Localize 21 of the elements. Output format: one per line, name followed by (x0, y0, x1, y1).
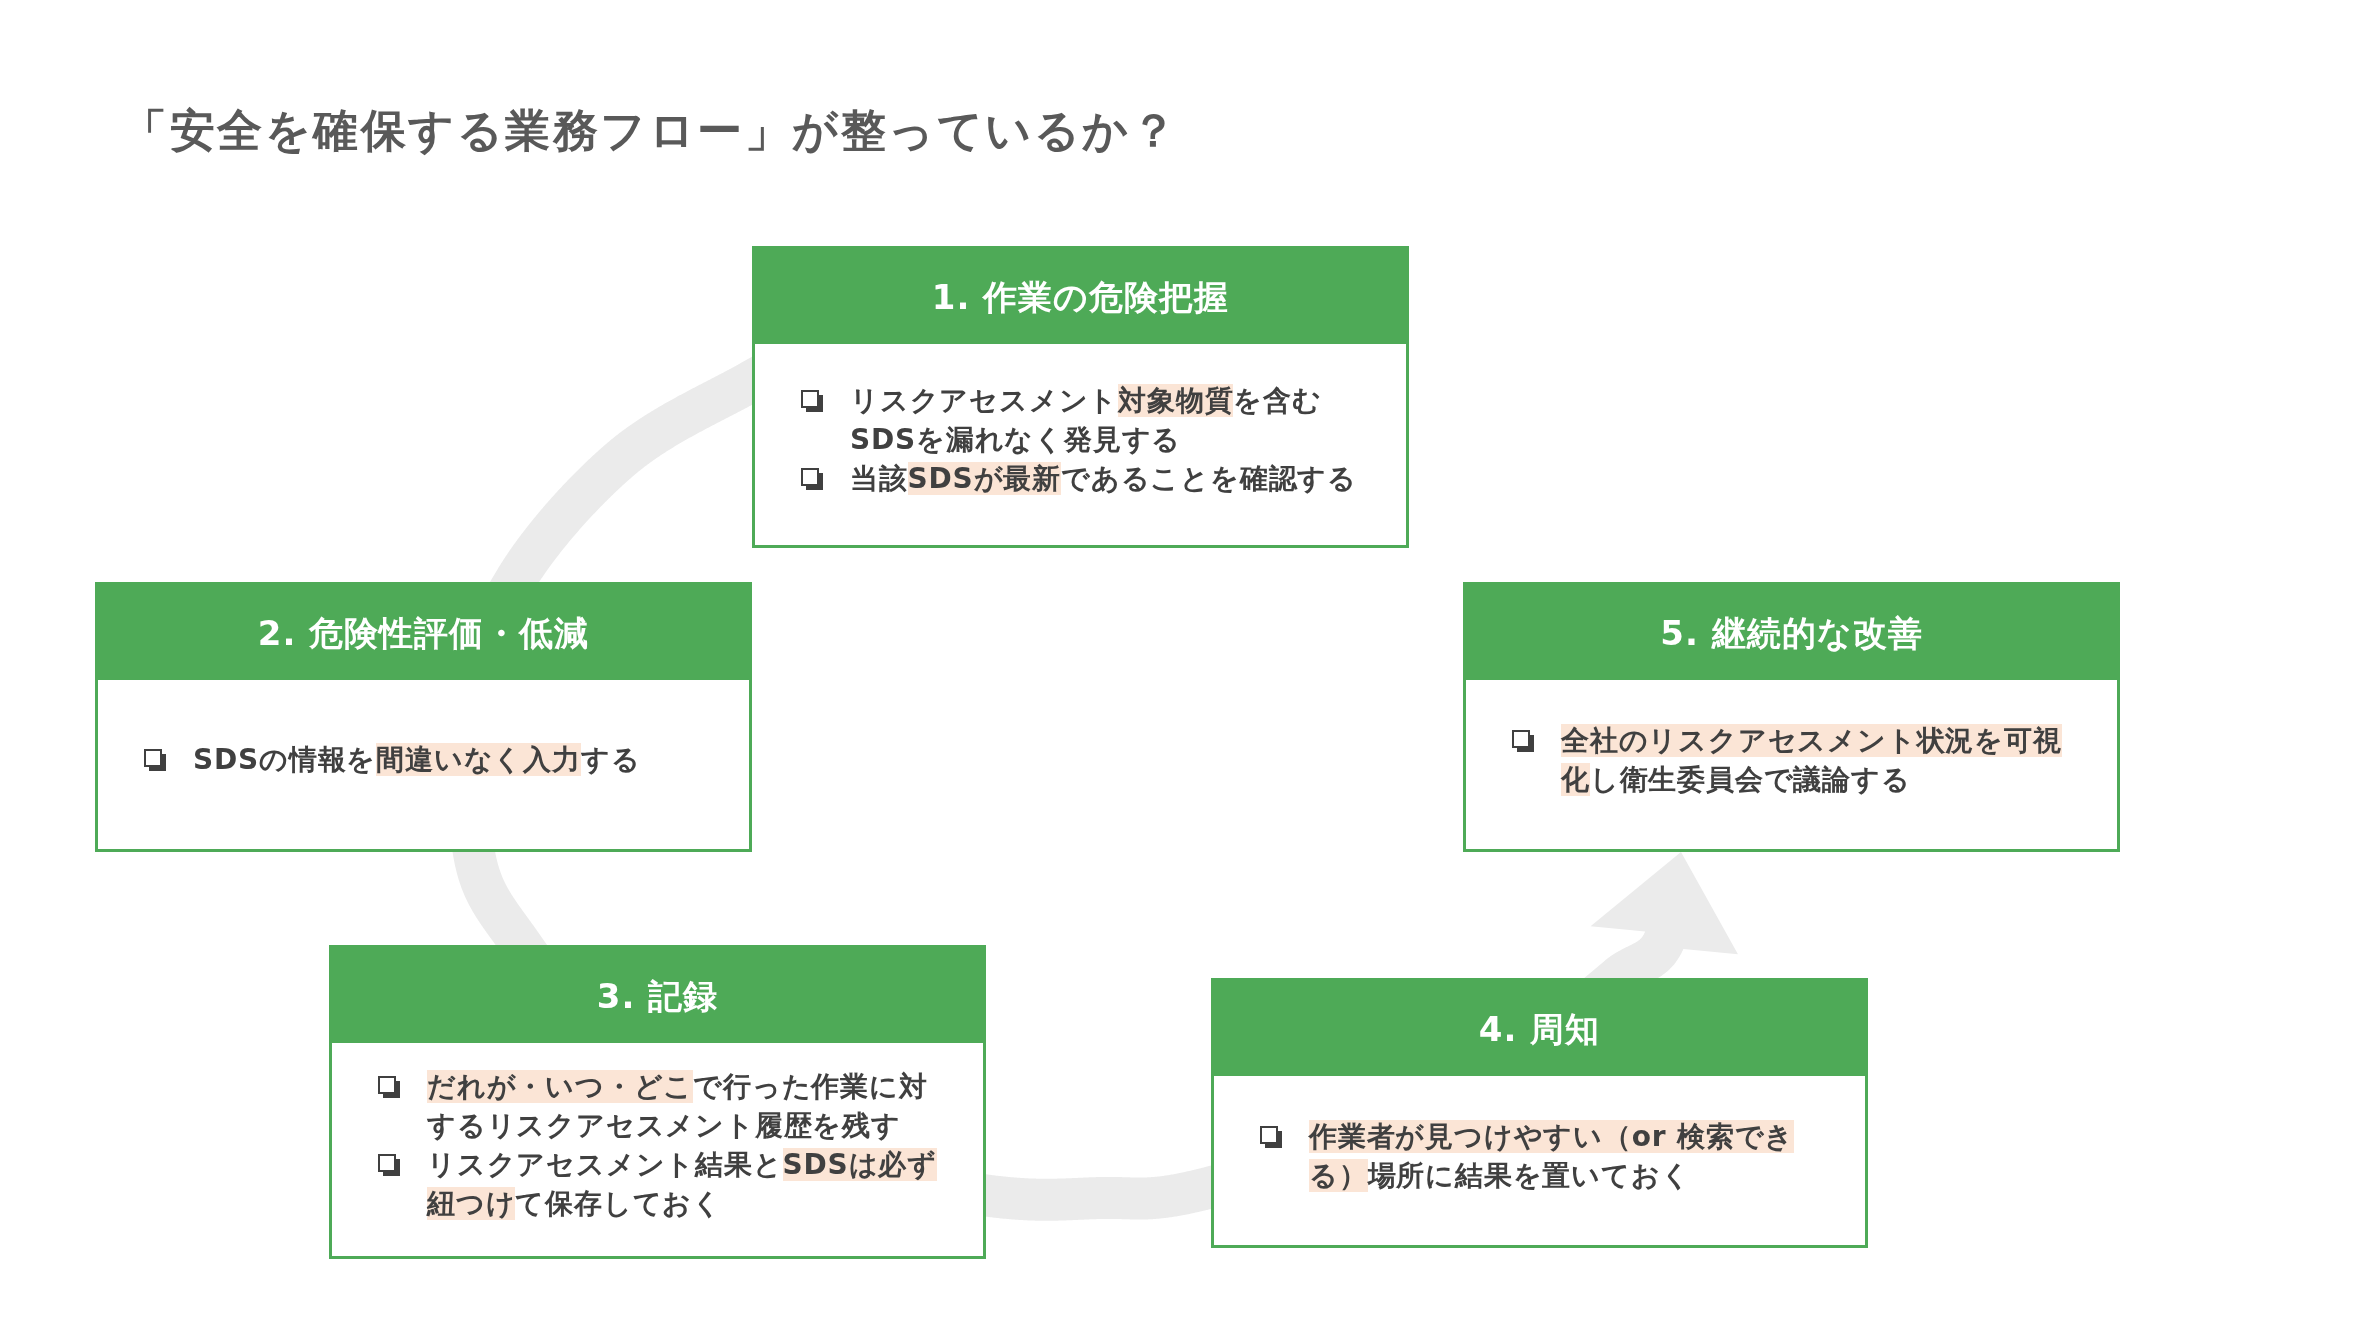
curved-connector (986, 1165, 1211, 1221)
step-card (752, 246, 1409, 548)
bullet-text: だれが・いつ・どこで行った作業に対するリスクアセスメント履歴を残す (427, 1068, 929, 1144)
page-title: 「安全を確保する業務フロー」が整っているか？ (122, 103, 1178, 159)
step-card (1463, 582, 2120, 852)
bullet-text: 作業者が見つけやすい（or 検索できる）場所に結果を置いておく (1309, 1118, 1796, 1194)
step-title: 3. 記録 (596, 974, 719, 1018)
bullet-text: リスクアセスメント対象物質を含むSDSを漏れなく発見する (850, 383, 1323, 458)
step-title: 2. 危険性評価・低減 (257, 611, 590, 655)
curved-connector (452, 852, 548, 945)
curved-arrow (1584, 852, 1738, 978)
step-card (1211, 978, 1868, 1248)
step-title: 5. 継続的な改善 (1660, 611, 1923, 655)
curved-connector (489, 356, 752, 582)
step-card (329, 945, 986, 1259)
bullet-text: SDSの情報を間違いなく入力する (193, 742, 642, 778)
step-card (95, 582, 752, 852)
bullet-text: 全社のリスクアセスメント状況を可視化し衛生委員会で議論する (1561, 722, 2063, 798)
bullet-text: 当該SDSが最新であることを確認する (850, 461, 1358, 497)
step-title: 4. 周知 (1478, 1007, 1601, 1051)
step-title: 1. 作業の危険把握 (931, 275, 1230, 319)
